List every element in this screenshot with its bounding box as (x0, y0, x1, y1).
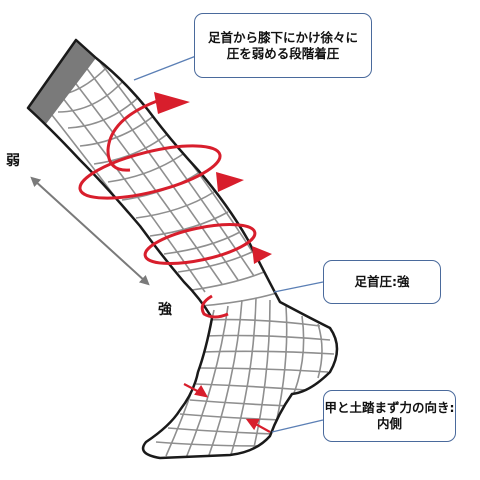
callout-ankle-pressure-text: 足首圧:強 (354, 274, 410, 289)
compression-ring-4 (200, 294, 229, 319)
label-strong: 強 (158, 302, 172, 318)
weak-strong-double-arrow (30, 176, 150, 286)
callout-graduated-compression-line2: 圧を弱める段階着圧 (226, 45, 340, 61)
compression-ring-1 (106, 98, 161, 172)
callout-force-direction-line2: 内側 (376, 416, 402, 431)
callout-force-direction-line1: 甲と土踏まず力の向き: (324, 400, 455, 415)
callout-mid-pointer (273, 281, 324, 293)
arch-force-arrow (245, 418, 271, 433)
sock-mesh (29, 61, 335, 458)
callout-top-pointer (133, 55, 197, 81)
callout-ankle-pressure: 足首圧:強 (323, 260, 441, 304)
callout-graduated-compression-line1: 足首から膝下にかけ徐々に (207, 29, 358, 45)
sock-outline (26, 38, 339, 460)
callout-graduated-compression: 足首から膝下にかけ徐々に 圧を弱める段階着圧 (194, 13, 372, 78)
callout-force-direction: 甲と土踏まず力の向き: 内側 (323, 390, 456, 442)
callout-bottom-pointer (271, 419, 324, 433)
label-weak: 弱 (6, 153, 20, 169)
sock-fill (28, 40, 337, 458)
compression-arrowhead-3 (252, 246, 272, 264)
instep-force-arrow (183, 383, 209, 398)
compression-arrowhead-2 (216, 172, 244, 192)
sock-top-band (28, 40, 96, 124)
compression-arrowhead-1 (154, 92, 190, 114)
